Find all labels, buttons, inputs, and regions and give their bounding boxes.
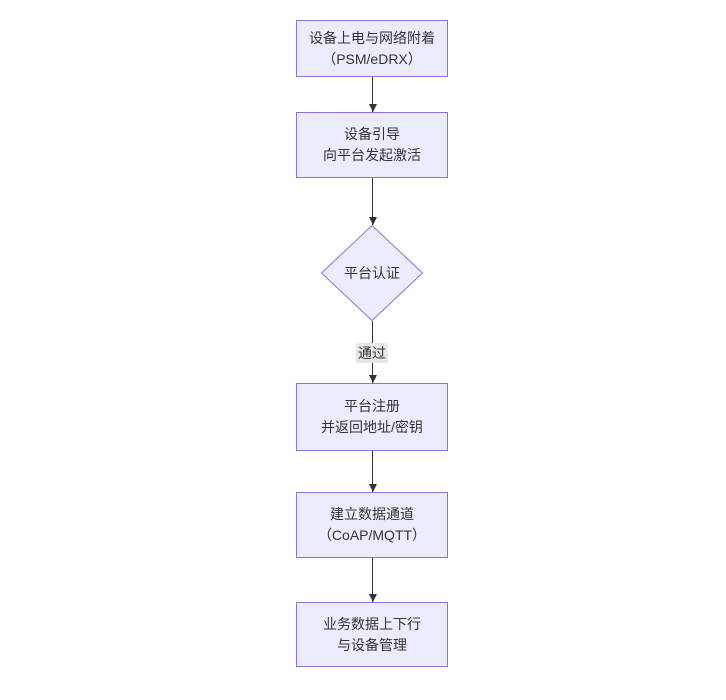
node-label-line: 业务数据上下行 bbox=[323, 615, 421, 632]
decision-label: 平台认证 bbox=[344, 265, 400, 281]
node-label-line: 并返回地址/密钥 bbox=[321, 419, 423, 435]
arrowhead-icon bbox=[368, 104, 377, 112]
node-label-line: 设备引导 bbox=[344, 126, 400, 142]
flow-arrow-5 bbox=[368, 558, 377, 602]
node-label-line: （CoAP/MQTT） bbox=[317, 527, 427, 543]
flow-arrow-4 bbox=[368, 451, 377, 492]
arrowhead-icon bbox=[368, 484, 377, 492]
node-label-line: 平台注册 bbox=[344, 398, 400, 414]
arrowhead-icon bbox=[368, 594, 377, 602]
node-label-line: 建立数据通道 bbox=[330, 506, 414, 522]
node-data-channel: 建立数据通道 （CoAP/MQTT） bbox=[296, 492, 448, 558]
decision-platform-auth: 平台认证 bbox=[321, 225, 423, 321]
node-bootstrap: 设备引导 向平台发起激活 bbox=[296, 112, 448, 178]
node-business-data: 业务数据上下行 与设备管理 bbox=[296, 602, 448, 667]
node-label-line: （PSM/eDRX） bbox=[322, 50, 422, 67]
edge-label-pass: 通过 bbox=[356, 343, 388, 363]
node-power-attach: 设备上电与网络附着 （PSM/eDRX） bbox=[296, 20, 448, 77]
arrowhead-icon bbox=[368, 217, 377, 225]
node-label-line: 设备上电与网络附着 bbox=[309, 29, 435, 46]
diamond-shape-icon bbox=[321, 225, 423, 321]
arrowhead-icon bbox=[368, 375, 377, 383]
flow-arrow-1 bbox=[368, 77, 377, 112]
flow-arrow-2 bbox=[368, 178, 377, 225]
node-platform-register: 平台注册 并返回地址/密钥 bbox=[296, 383, 448, 451]
node-label-line: 向平台发起激活 bbox=[323, 147, 421, 163]
node-label-line: 与设备管理 bbox=[337, 636, 407, 653]
